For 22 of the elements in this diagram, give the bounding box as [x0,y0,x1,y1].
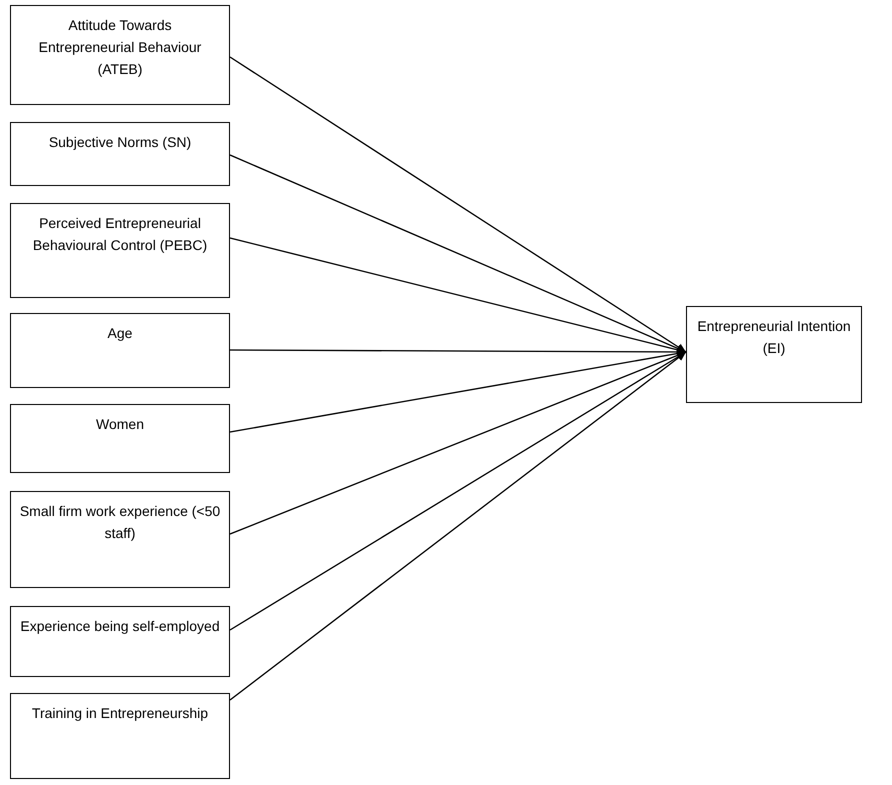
arrow [230,56,686,353]
outcome-box [686,306,862,403]
box-label: Training in Entrepreneurship [32,704,208,723]
box-label: Subjective Norms (SN) [48,133,192,152]
box-label: Experience being self-employed [20,617,220,636]
factor-box [10,491,230,588]
arrow [230,351,686,631]
box-label: Attitude Towards Entrepreneurial Behaviour (ATEB) [38,16,202,79]
factor-box [10,693,230,779]
box-label: Small firm work experience (<50 staff) [19,502,221,543]
arrow [230,154,686,353]
factor-box [10,5,230,105]
box-label: Women [96,415,144,434]
arrow [230,351,686,701]
box-label: Perceived Entrepreneurial Behavioural Control (PEBC) [32,214,208,255]
box-label: Entrepreneurial Intention (EI) [696,317,852,358]
factor-box [10,606,230,677]
factor-box [10,203,230,298]
factor-box [10,404,230,473]
factor-box [10,122,230,186]
factor-box [10,313,230,388]
box-label: Age [108,324,132,343]
